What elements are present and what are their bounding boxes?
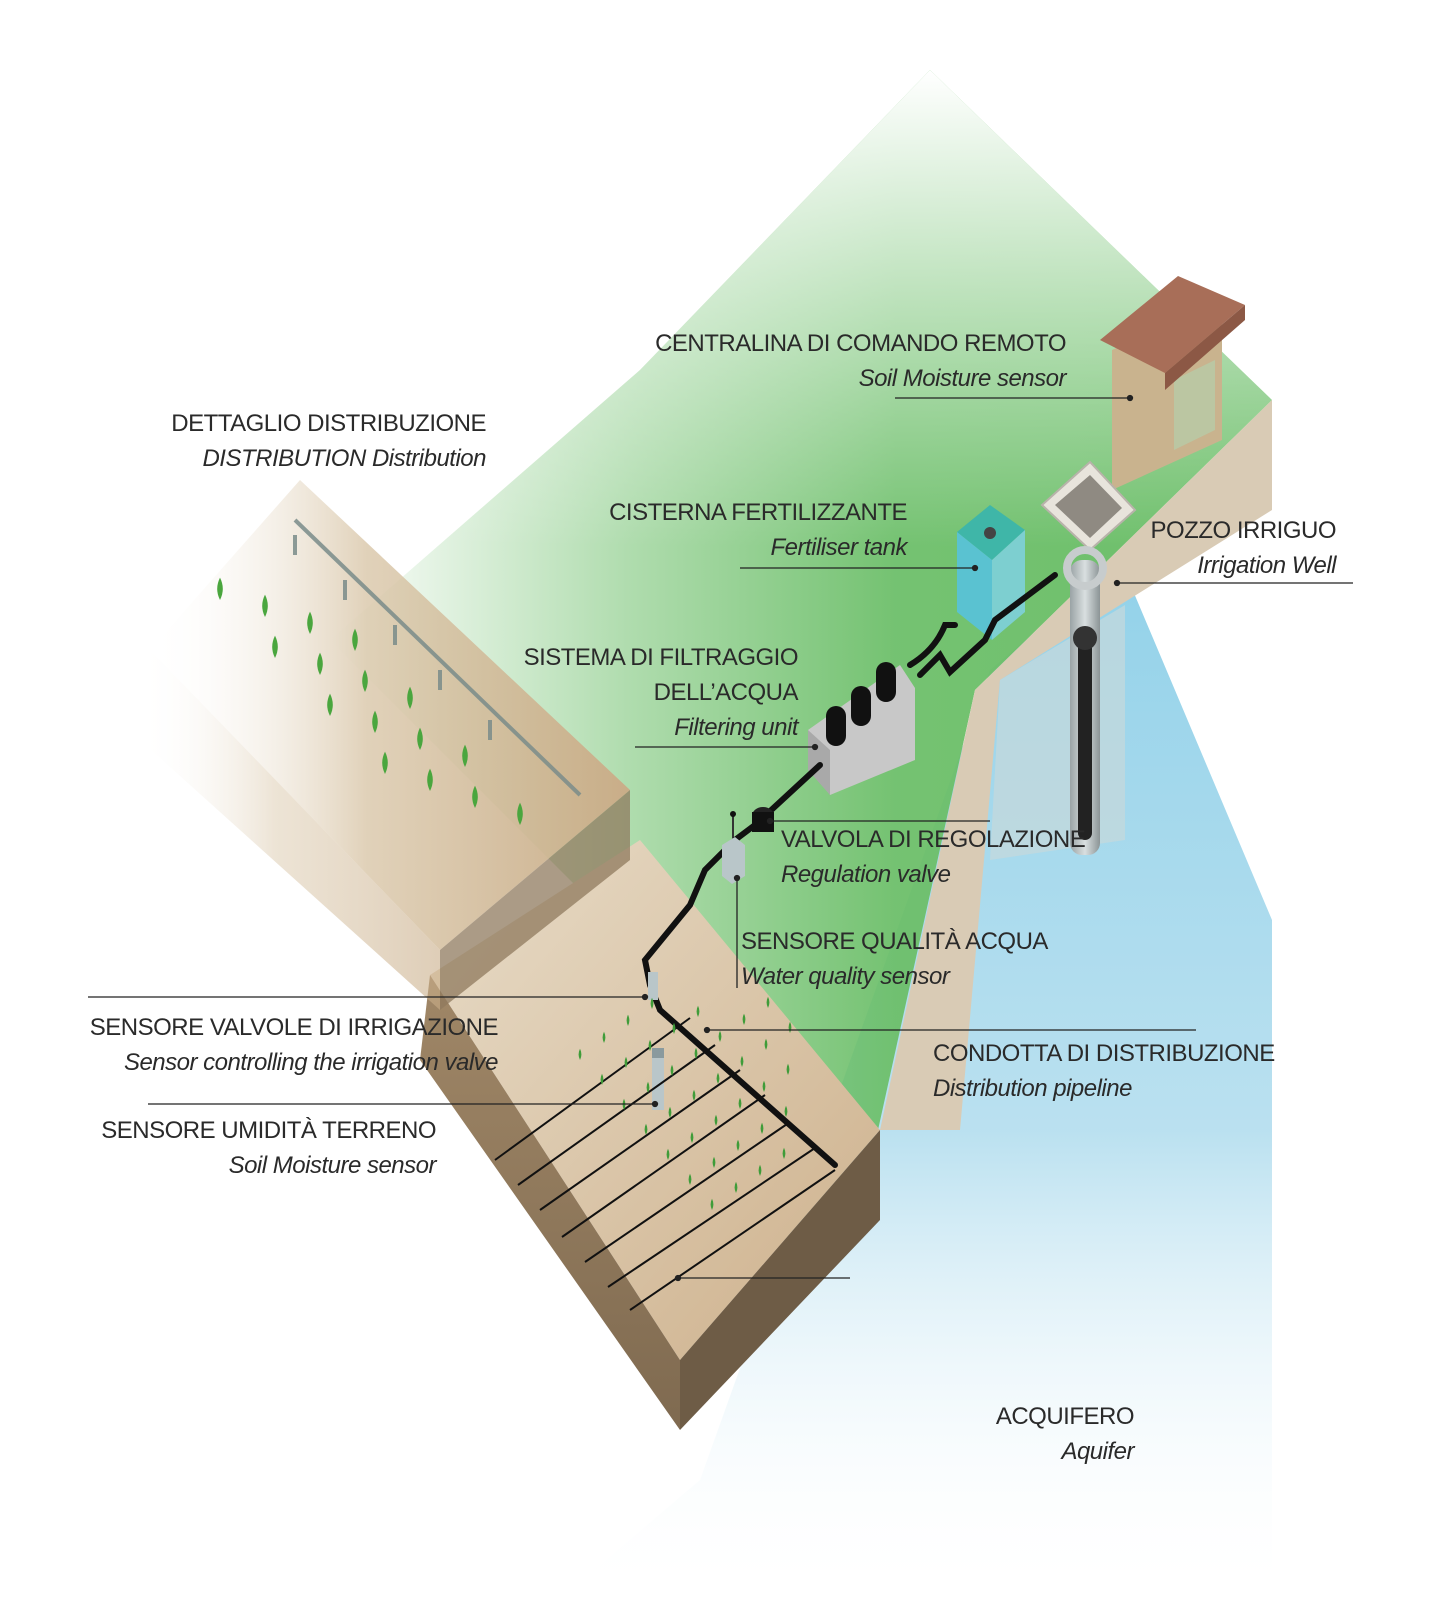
plant-icon <box>764 1038 768 1050</box>
plant-icon <box>472 785 478 808</box>
plant-icon <box>786 1063 790 1075</box>
plant-icon <box>417 727 423 750</box>
control-hut <box>1100 276 1245 490</box>
plant-icon <box>718 1030 722 1042</box>
plant-icon <box>760 1122 764 1134</box>
plant-icon <box>382 751 388 774</box>
label-sensore-valvole-title: SENSORE VALVOLE DI IRRIGAZIONE <box>89 1014 499 1041</box>
fertiliser-tank <box>957 505 1025 640</box>
plant-icon <box>307 611 313 634</box>
label-sensore-valvole-subtitle: Sensor controlling the irrigation valve <box>123 1049 499 1076</box>
plant-icon <box>766 996 770 1008</box>
plant-icon <box>738 1097 742 1109</box>
label-valvola: VALVOLA DI REGOLAZIONE Regulation valve <box>781 822 1086 892</box>
label-sensore-umidita: SENSORE UMIDITÀ TERRENO Soil Moisture se… <box>101 1113 436 1183</box>
plant-icon <box>692 1089 696 1101</box>
label-centralina-title: CENTRALINA DI COMANDO REMOTO <box>655 330 1066 357</box>
plant-icon <box>517 802 523 825</box>
plant-icon <box>427 768 433 791</box>
plant-icon <box>742 1013 746 1025</box>
plant-icon <box>670 1064 674 1076</box>
label-cisterna-title: CISTERNA FERTILIZZANTE <box>609 499 907 526</box>
plant-icon <box>758 1164 762 1176</box>
distribution-detail-block <box>140 480 630 1010</box>
plant-icon <box>272 635 278 658</box>
plant-icon <box>784 1105 788 1117</box>
plant-icon <box>646 1081 650 1093</box>
irrigation-well <box>1040 460 1137 855</box>
label-filtraggio: SISTEMA DI FILTRAGGIO DELL’ACQUA Filteri… <box>523 640 799 745</box>
plants-field <box>578 996 792 1210</box>
label-condotta-subtitle: Distribution pipeline <box>933 1075 1132 1102</box>
plant-icon <box>602 1031 606 1043</box>
label-dettaglio-title: DETTAGLIO DISTRIBUZIONE <box>171 410 486 437</box>
plant-icon <box>327 693 333 716</box>
plant-icon <box>650 997 654 1009</box>
soil-moisture-sensor <box>652 1048 664 1110</box>
label-sensore-qualita-subtitle: Water quality sensor <box>741 963 950 990</box>
label-filtraggio-title-2: DELL’ACQUA <box>653 679 799 706</box>
label-pozzo: POZZO IRRIGUO Irrigation Well <box>1151 513 1337 583</box>
label-valvola-title: VALVOLA DI REGOLAZIONE <box>781 826 1086 853</box>
plant-icon <box>740 1055 744 1067</box>
plant-icon <box>712 1156 716 1168</box>
plant-icon <box>317 652 323 675</box>
label-cisterna: CISTERNA FERTILIZZANTE Fertiliser tank <box>609 495 907 565</box>
plant-icon <box>716 1072 720 1084</box>
label-acquifero-title: ACQUIFERO <box>995 1403 1135 1430</box>
plant-icon <box>690 1131 694 1143</box>
plant-icon <box>710 1198 714 1210</box>
label-filtraggio-subtitle: Filtering unit <box>674 714 798 741</box>
label-dettaglio-subtitle: DISTRIBUTION Distribution <box>202 445 486 472</box>
plant-icon <box>714 1114 718 1126</box>
plant-icon <box>672 1022 676 1034</box>
plant-icon <box>694 1047 698 1059</box>
plant-icon <box>782 1147 786 1159</box>
plant-icon <box>644 1123 648 1135</box>
plant-icon <box>262 594 268 617</box>
plant-icon <box>362 669 368 692</box>
label-cisterna-subtitle: Fertiliser tank <box>770 534 907 561</box>
label-sensore-qualita-title: SENSORE QUALITÀ ACQUA <box>741 928 1048 955</box>
plant-icon <box>668 1106 672 1118</box>
plant-icon <box>762 1080 766 1092</box>
irrigation-valve-sensor <box>648 972 658 1000</box>
plant-icon <box>624 1056 628 1068</box>
plant-icon <box>407 686 413 709</box>
plant-icon <box>352 628 358 651</box>
drip-lines <box>494 1017 836 1311</box>
plant-icon <box>462 744 468 767</box>
label-acquifero: ACQUIFERO Aquifer <box>995 1399 1135 1469</box>
label-acquifero-subtitle: Aquifer <box>1061 1438 1134 1465</box>
plant-icon <box>600 1073 604 1085</box>
plant-icon <box>578 1048 582 1060</box>
plant-icon <box>217 577 223 600</box>
detail-rows <box>293 518 582 797</box>
plant-icon <box>736 1139 740 1151</box>
label-centralina-subtitle: Soil Moisture sensor <box>858 365 1067 392</box>
leader-lines <box>88 394 1353 1282</box>
water-quality-sensor <box>722 811 745 884</box>
label-sensore-umidita-title: SENSORE UMIDITÀ TERRENO <box>101 1117 436 1144</box>
plant-icon <box>666 1148 670 1160</box>
label-valvola-subtitle: Regulation valve <box>781 861 951 888</box>
plants-detail <box>217 577 523 825</box>
label-sensore-umidita-subtitle: Soil Moisture sensor <box>228 1152 437 1179</box>
label-filtraggio-title-1: SISTEMA DI FILTRAGGIO <box>523 644 799 671</box>
plant-icon <box>734 1181 738 1193</box>
label-condotta: CONDOTTA DI DISTRIBUZIONE Distribution p… <box>933 1036 1275 1106</box>
plant-icon <box>688 1173 692 1185</box>
plant-icon <box>696 1005 700 1017</box>
label-pozzo-title: POZZO IRRIGUO <box>1150 517 1337 544</box>
plant-icon <box>626 1014 630 1026</box>
plant-icon <box>372 710 378 733</box>
label-centralina: CENTRALINA DI COMANDO REMOTO Soil Moistu… <box>655 326 1066 396</box>
label-dettaglio: DETTAGLIO DISTRIBUZIONE DISTRIBUTION Dis… <box>171 406 486 476</box>
plant-icon <box>648 1039 652 1051</box>
label-sensore-qualita: SENSORE QUALITÀ ACQUA Water quality sens… <box>741 924 1048 994</box>
label-sensore-valvole: SENSORE VALVOLE DI IRRIGAZIONE Sensor co… <box>89 1010 499 1080</box>
label-condotta-title: CONDOTTA DI DISTRIBUZIONE <box>933 1040 1275 1067</box>
label-pozzo-subtitle: Irrigation Well <box>1197 552 1336 579</box>
